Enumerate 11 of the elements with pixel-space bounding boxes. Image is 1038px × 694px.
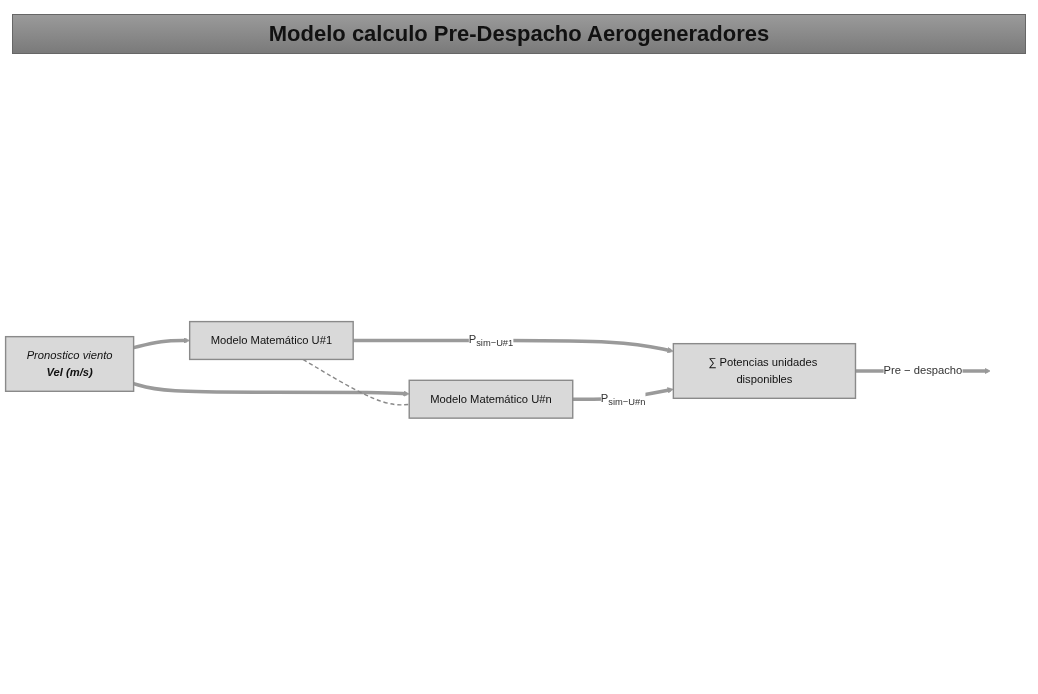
edge-label: P$_{sim−U#n}$ [600,391,646,407]
node-box: Modelo Matemático U#n [408,379,574,419]
title-banner: Modelo calculo Pre-Despacho Aerogeneradores [12,14,1026,54]
arrow [133,382,410,397]
node-box: ∑ Potencias unidades disponibles [672,343,857,400]
node-box: Pronostico viento Vel (m/s) [4,336,135,393]
arrow [133,337,190,350]
node-box: Modelo Matemático U#1 [188,321,354,361]
connector [302,358,410,406]
edge-label: P$_{sim−U#1}$ [468,333,514,349]
edge-label: Pre − despacho [883,364,963,377]
